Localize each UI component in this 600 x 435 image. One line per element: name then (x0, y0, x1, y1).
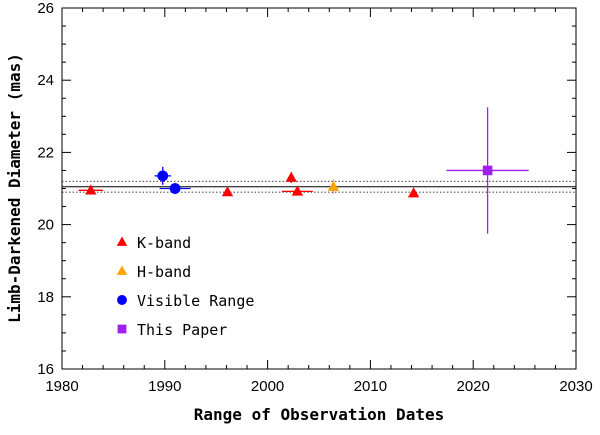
x-tick-label: 2010 (354, 378, 387, 395)
y-tick-label: 16 (37, 361, 54, 378)
legend-marker (117, 295, 127, 305)
data-point (407, 187, 420, 198)
x-tick-label: 2030 (559, 378, 592, 395)
reference-lines (62, 180, 576, 193)
y-tick-label: 24 (37, 72, 54, 89)
data-point (157, 170, 169, 182)
legend-label: This Paper (137, 321, 227, 339)
legend-marker (117, 324, 127, 334)
data-point (291, 185, 304, 196)
data-points (78, 107, 529, 234)
legend-label: H-band (137, 263, 191, 281)
y-tick-label: 18 (37, 289, 54, 306)
x-tick-label: 1990 (148, 378, 181, 395)
y-tick-label: 26 (37, 0, 54, 17)
x-axis-title: Range of Observation Dates (194, 405, 444, 424)
legend-marker (116, 265, 128, 275)
y-tick-label: 22 (37, 144, 54, 161)
x-tick-label: 1980 (45, 378, 78, 395)
legend-marker (116, 236, 128, 246)
data-point (482, 165, 493, 176)
data-point (285, 171, 297, 182)
data-point (85, 184, 97, 195)
x-tick-label: 2020 (457, 378, 490, 395)
legend-label: Visible Range (137, 292, 254, 310)
data-point (327, 180, 340, 191)
legend-label: K-band (137, 234, 191, 252)
y-tick-label: 20 (37, 217, 54, 234)
axis-ticks: 1980 1990 2000 2010 2020 2030 16 18 20 22 24 26 (37, 0, 592, 395)
data-point (169, 183, 181, 194)
y-axis-title: Limb-Darkened Diameter (mas) (5, 53, 24, 323)
x-tick-label: 2000 (251, 378, 284, 395)
data-point (221, 186, 234, 197)
